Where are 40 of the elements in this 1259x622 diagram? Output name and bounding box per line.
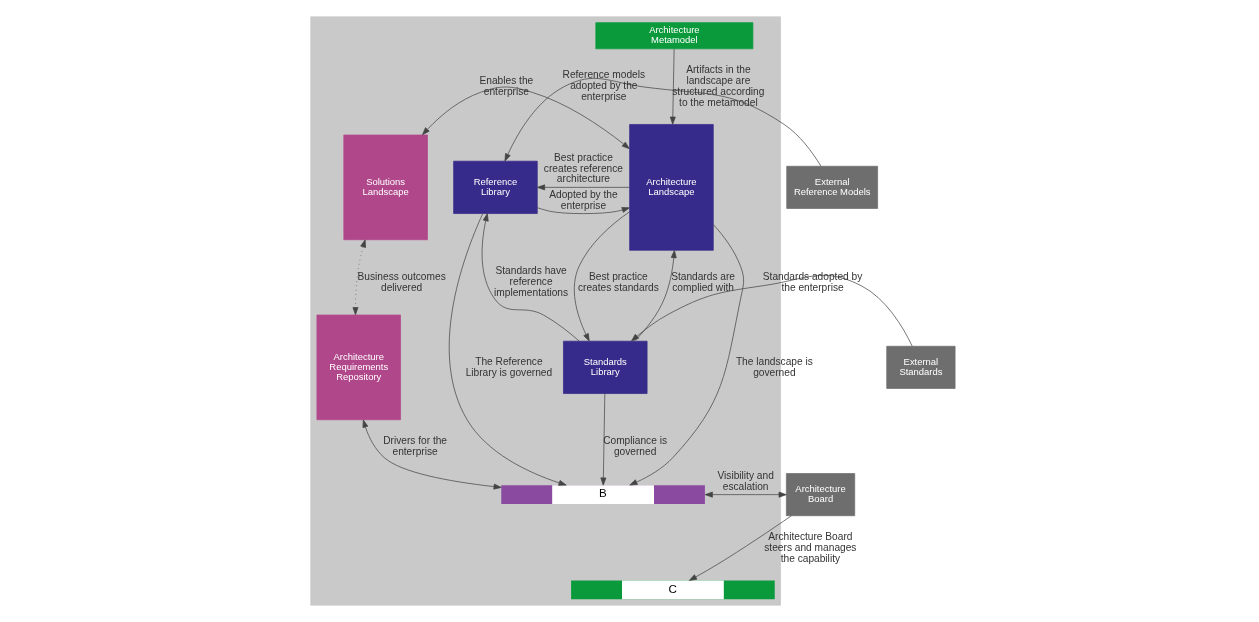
edge-label: Drivers for the enterprise (382, 434, 447, 457)
node-box: Solutions Landscape (342, 134, 428, 241)
node-box: External Standards (885, 345, 955, 389)
arrow (633, 250, 677, 342)
edge-label: Enables the enterprise (479, 74, 533, 97)
edge-label: Standards adopted by the enterprise (762, 270, 862, 293)
arrow (573, 211, 630, 342)
arrow (630, 275, 913, 347)
edge-label: Compliance is governed (602, 434, 667, 457)
edge-label: Visibility and escalation (716, 469, 774, 492)
edge-label: Standards are complied with (670, 270, 735, 293)
arrow (536, 207, 630, 214)
node-box: Standards Library (562, 340, 647, 394)
node-box: Architecture Requirements Repository (316, 314, 401, 421)
arrow (536, 184, 630, 191)
edge-label: Architecture Board steers and manages the capability (763, 530, 856, 564)
edge-label: Business outcomes delivered (357, 270, 446, 293)
arrow (448, 213, 567, 486)
arrow (352, 239, 366, 316)
arrow (704, 491, 787, 498)
edge-label: The landscape is governed (735, 355, 813, 378)
node-box: Architecture Board (785, 473, 855, 517)
arrow (504, 78, 821, 167)
edge-label: The Reference Library is governed (465, 355, 552, 378)
edge-label: Adopted by the enterprise (548, 188, 618, 211)
node-box: Reference Library (452, 160, 538, 214)
edge-label: Reference models adopted by the enterprise (562, 69, 645, 103)
arrow (599, 393, 606, 486)
arrow (481, 213, 580, 342)
edge-label: Best practice creates standards (577, 270, 659, 293)
edge-label: Standards have reference implementations (493, 265, 568, 299)
arrow (669, 48, 676, 125)
arrow (421, 86, 630, 150)
arrow (362, 419, 502, 490)
node-box: Architecture Metamodel (594, 22, 753, 50)
node-box: External Reference Models (785, 165, 878, 209)
node-box: Architecture Landscape (628, 124, 714, 251)
edge-label: Best practice creates reference architecture (543, 151, 623, 185)
arrow (688, 515, 792, 581)
arrow (628, 224, 744, 486)
